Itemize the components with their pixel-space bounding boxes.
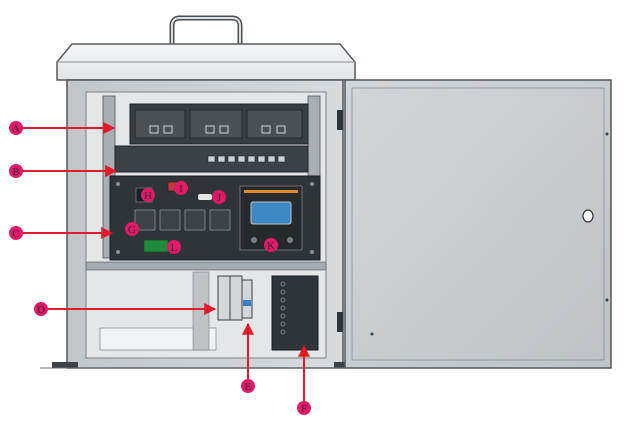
callouts: A B C D E F (9, 121, 311, 415)
callout-j: J (212, 190, 226, 204)
callout-h: H (141, 188, 155, 202)
svg-text:G: G (128, 224, 136, 236)
roof (56, 43, 356, 81)
hinges (337, 110, 343, 332)
svg-text:E: E (245, 381, 252, 393)
handle (169, 15, 243, 46)
callout-d: D (34, 302, 217, 316)
svg-text:B: B (12, 166, 19, 178)
door-lock (582, 209, 594, 223)
svg-text:F: F (301, 403, 307, 415)
terminal-block-f (271, 275, 319, 351)
callout-e: E (241, 322, 255, 393)
callout-l: L (167, 240, 181, 254)
svg-text:C: C (12, 228, 19, 240)
lower-compartment (99, 271, 319, 351)
svg-text:A: A (12, 123, 20, 135)
power-panel-c (109, 175, 321, 261)
svg-text:I: I (179, 183, 183, 195)
open-door (344, 79, 612, 369)
rack-unit-a (129, 103, 309, 145)
callout-c: C (9, 226, 114, 240)
rack-unit-b (114, 145, 309, 173)
terminal-l (143, 239, 169, 253)
breaker-d (217, 275, 231, 321)
shelf (85, 261, 327, 271)
svg-text:K: K (267, 240, 275, 252)
svg-text:J: J (217, 192, 222, 204)
svg-text:H: H (144, 190, 152, 202)
callout-k: K (264, 238, 278, 252)
cable-j (198, 194, 212, 200)
callout-i: I (174, 181, 188, 195)
callout-g: G (125, 222, 139, 236)
breaker-e (241, 279, 253, 319)
callout-b: B (9, 164, 118, 178)
socket-row-g (134, 209, 231, 231)
svg-text:D: D (37, 304, 45, 316)
callout-f: F (297, 344, 311, 415)
callout-a: A (9, 121, 116, 135)
svg-text:L: L (171, 242, 178, 254)
